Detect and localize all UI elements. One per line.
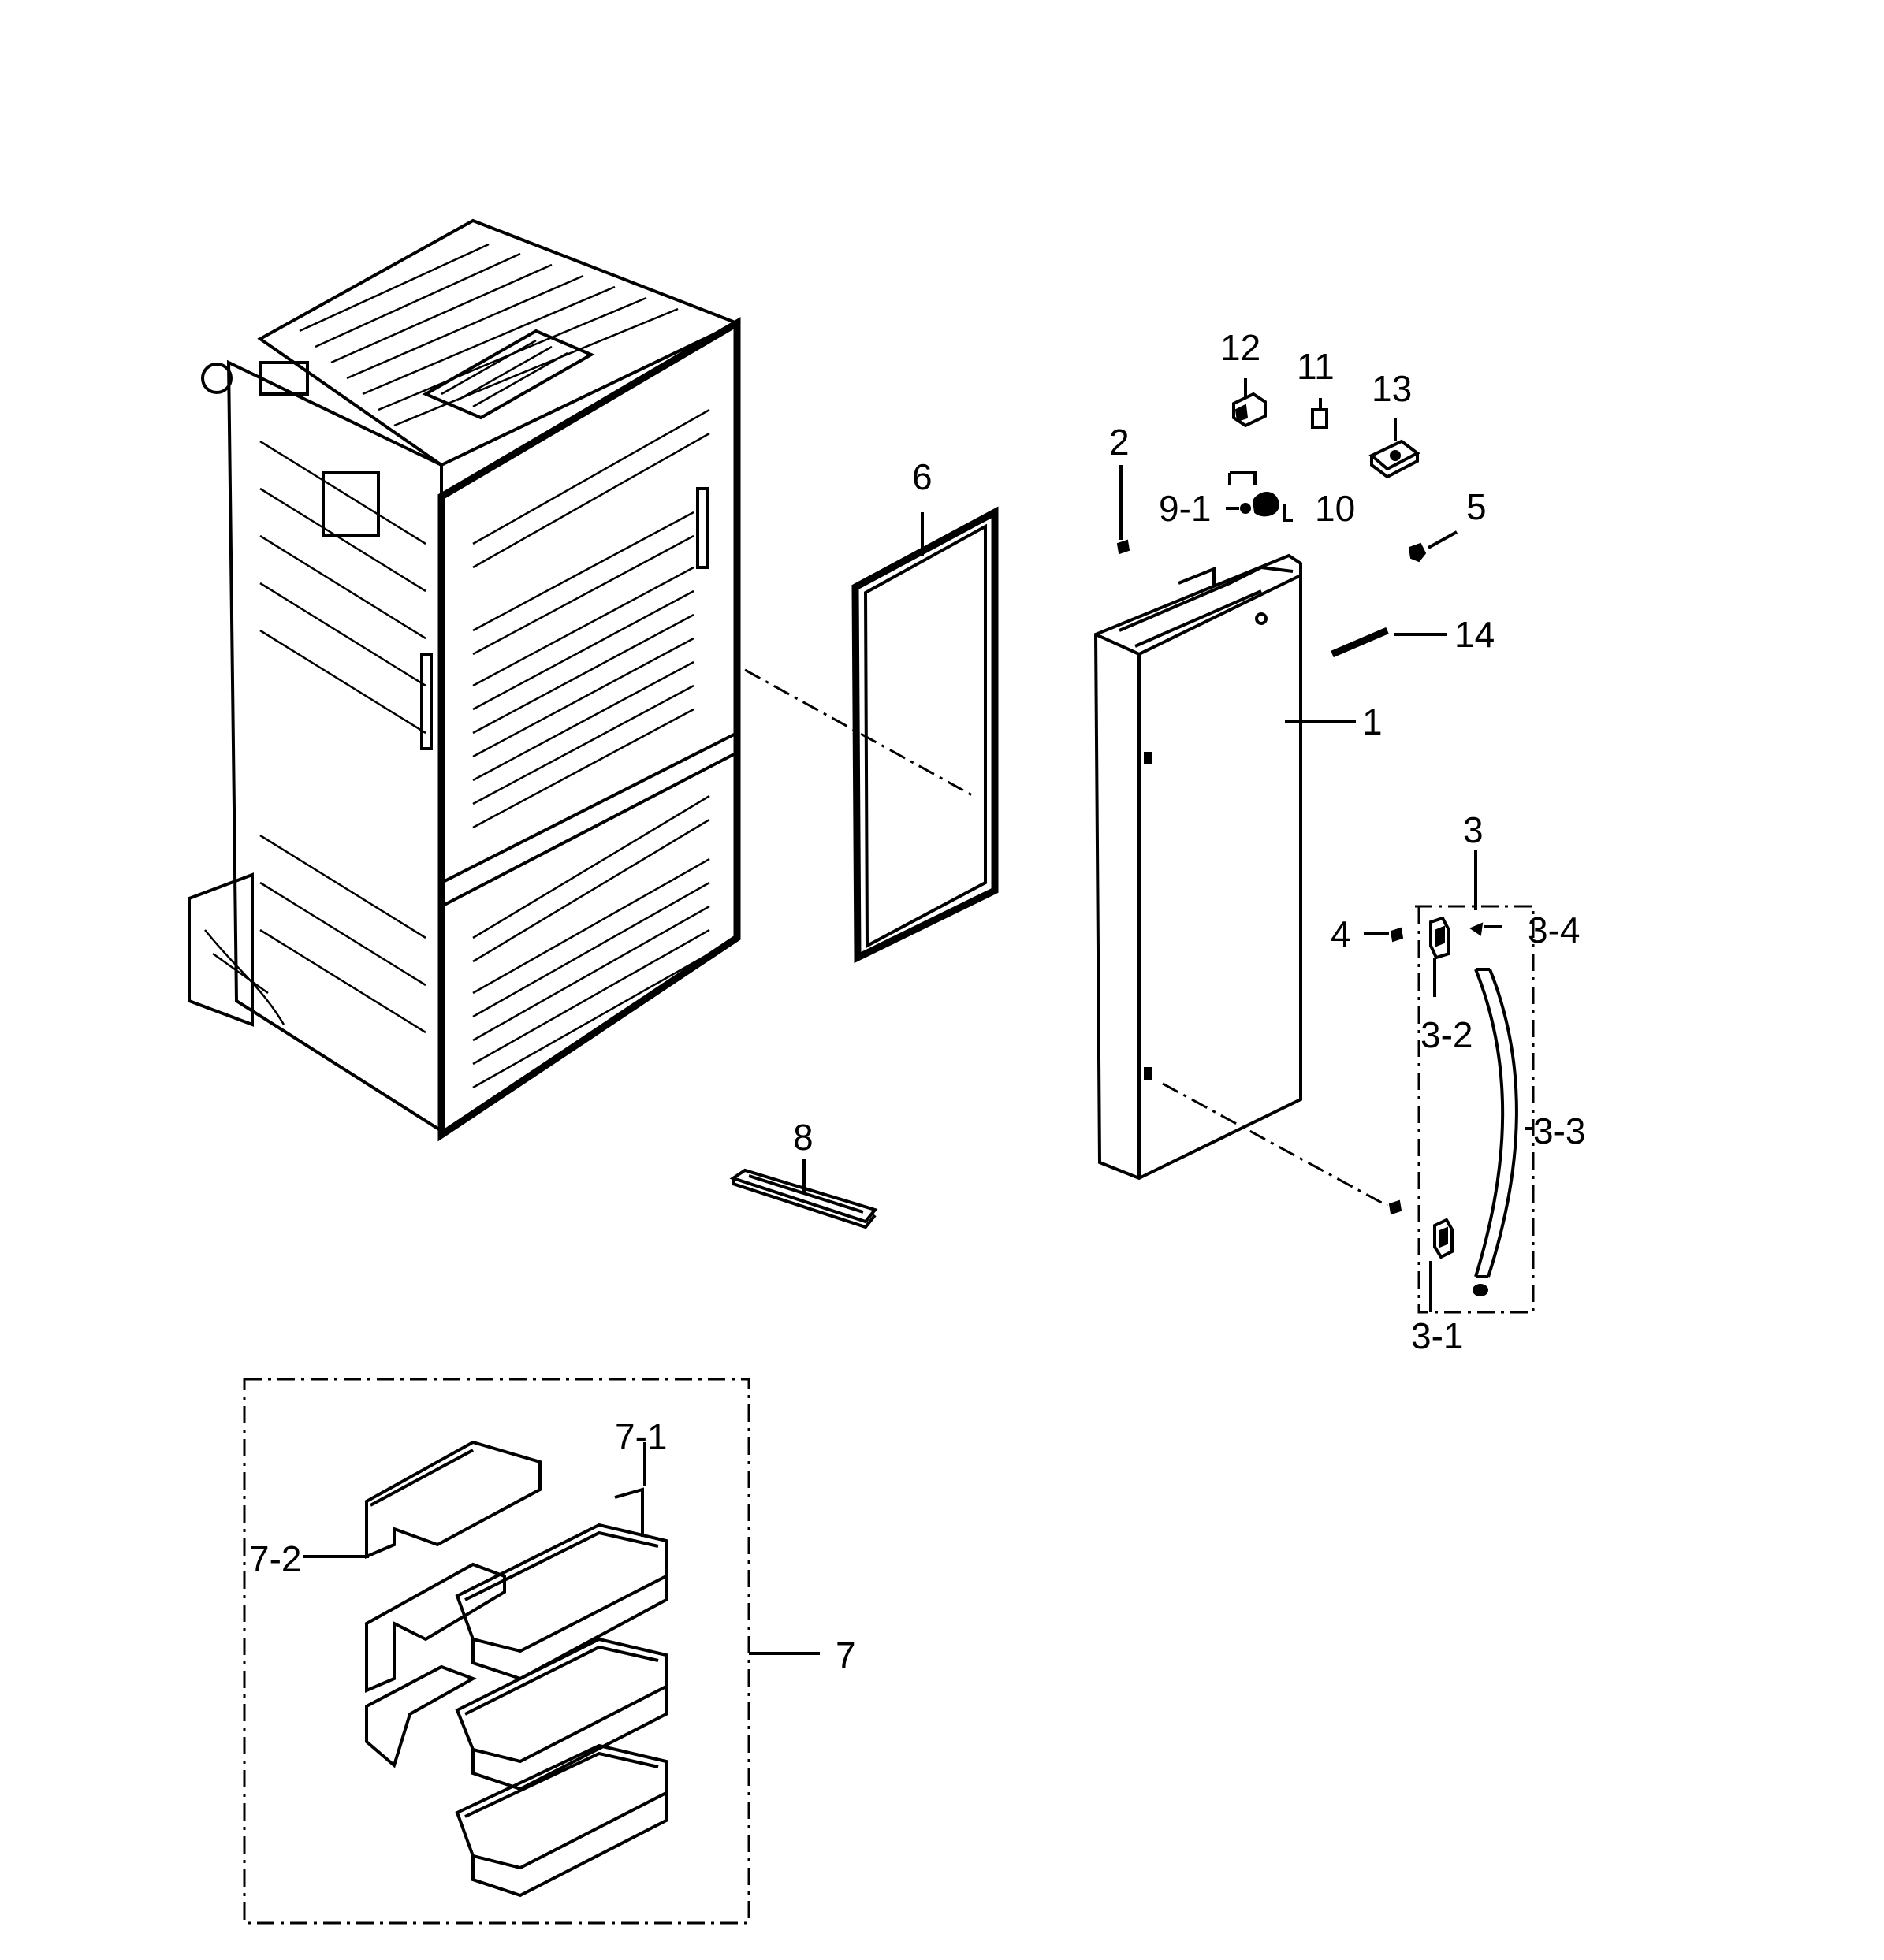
door-gasket xyxy=(851,506,999,964)
leader-lines xyxy=(303,378,1533,1655)
callout-9-1: 9-1 xyxy=(1159,488,1212,529)
door-bin-assembly xyxy=(243,1378,750,1925)
callout-7: 7 xyxy=(836,1635,856,1675)
samsung-badge xyxy=(1331,627,1389,658)
handle-screw xyxy=(1388,927,1404,1215)
hinge-screw xyxy=(1116,539,1130,555)
door-stopper xyxy=(1408,542,1427,563)
switch-door xyxy=(1311,408,1328,429)
cover-hinge xyxy=(1232,392,1267,428)
callout-1: 1 xyxy=(1362,701,1383,742)
door-assembly xyxy=(1093,553,1302,1181)
callout-5: 5 xyxy=(1466,486,1487,527)
door-handle-assembly xyxy=(1415,905,1535,1314)
bushing xyxy=(1226,471,1293,522)
callout-4: 4 xyxy=(1331,913,1351,954)
callout-11: 11 xyxy=(1297,346,1335,387)
hinge-bottom-cover xyxy=(729,1168,878,1229)
callout-3-3: 3-3 xyxy=(1533,1110,1586,1151)
callout-12: 12 xyxy=(1220,327,1261,368)
cabinet xyxy=(188,218,742,1142)
callout-3-1: 3-1 xyxy=(1411,1315,1464,1356)
callout-2: 2 xyxy=(1109,422,1130,463)
hinge-bracket xyxy=(1368,439,1420,479)
callout-6: 6 xyxy=(912,456,933,497)
guard-bin xyxy=(365,1440,542,1768)
callout-3-4: 3-4 xyxy=(1528,909,1581,950)
callout-8: 8 xyxy=(793,1117,814,1158)
callout-7-2: 7-2 xyxy=(249,1538,302,1579)
callout-14: 14 xyxy=(1454,614,1495,655)
door-bin xyxy=(455,1487,668,1898)
callout-3-2: 3-2 xyxy=(1420,1014,1473,1055)
callout-13: 13 xyxy=(1372,368,1413,409)
callout-10: 10 xyxy=(1315,488,1356,529)
callout-7-1: 7-1 xyxy=(615,1416,668,1457)
callout-3: 3 xyxy=(1463,809,1484,850)
